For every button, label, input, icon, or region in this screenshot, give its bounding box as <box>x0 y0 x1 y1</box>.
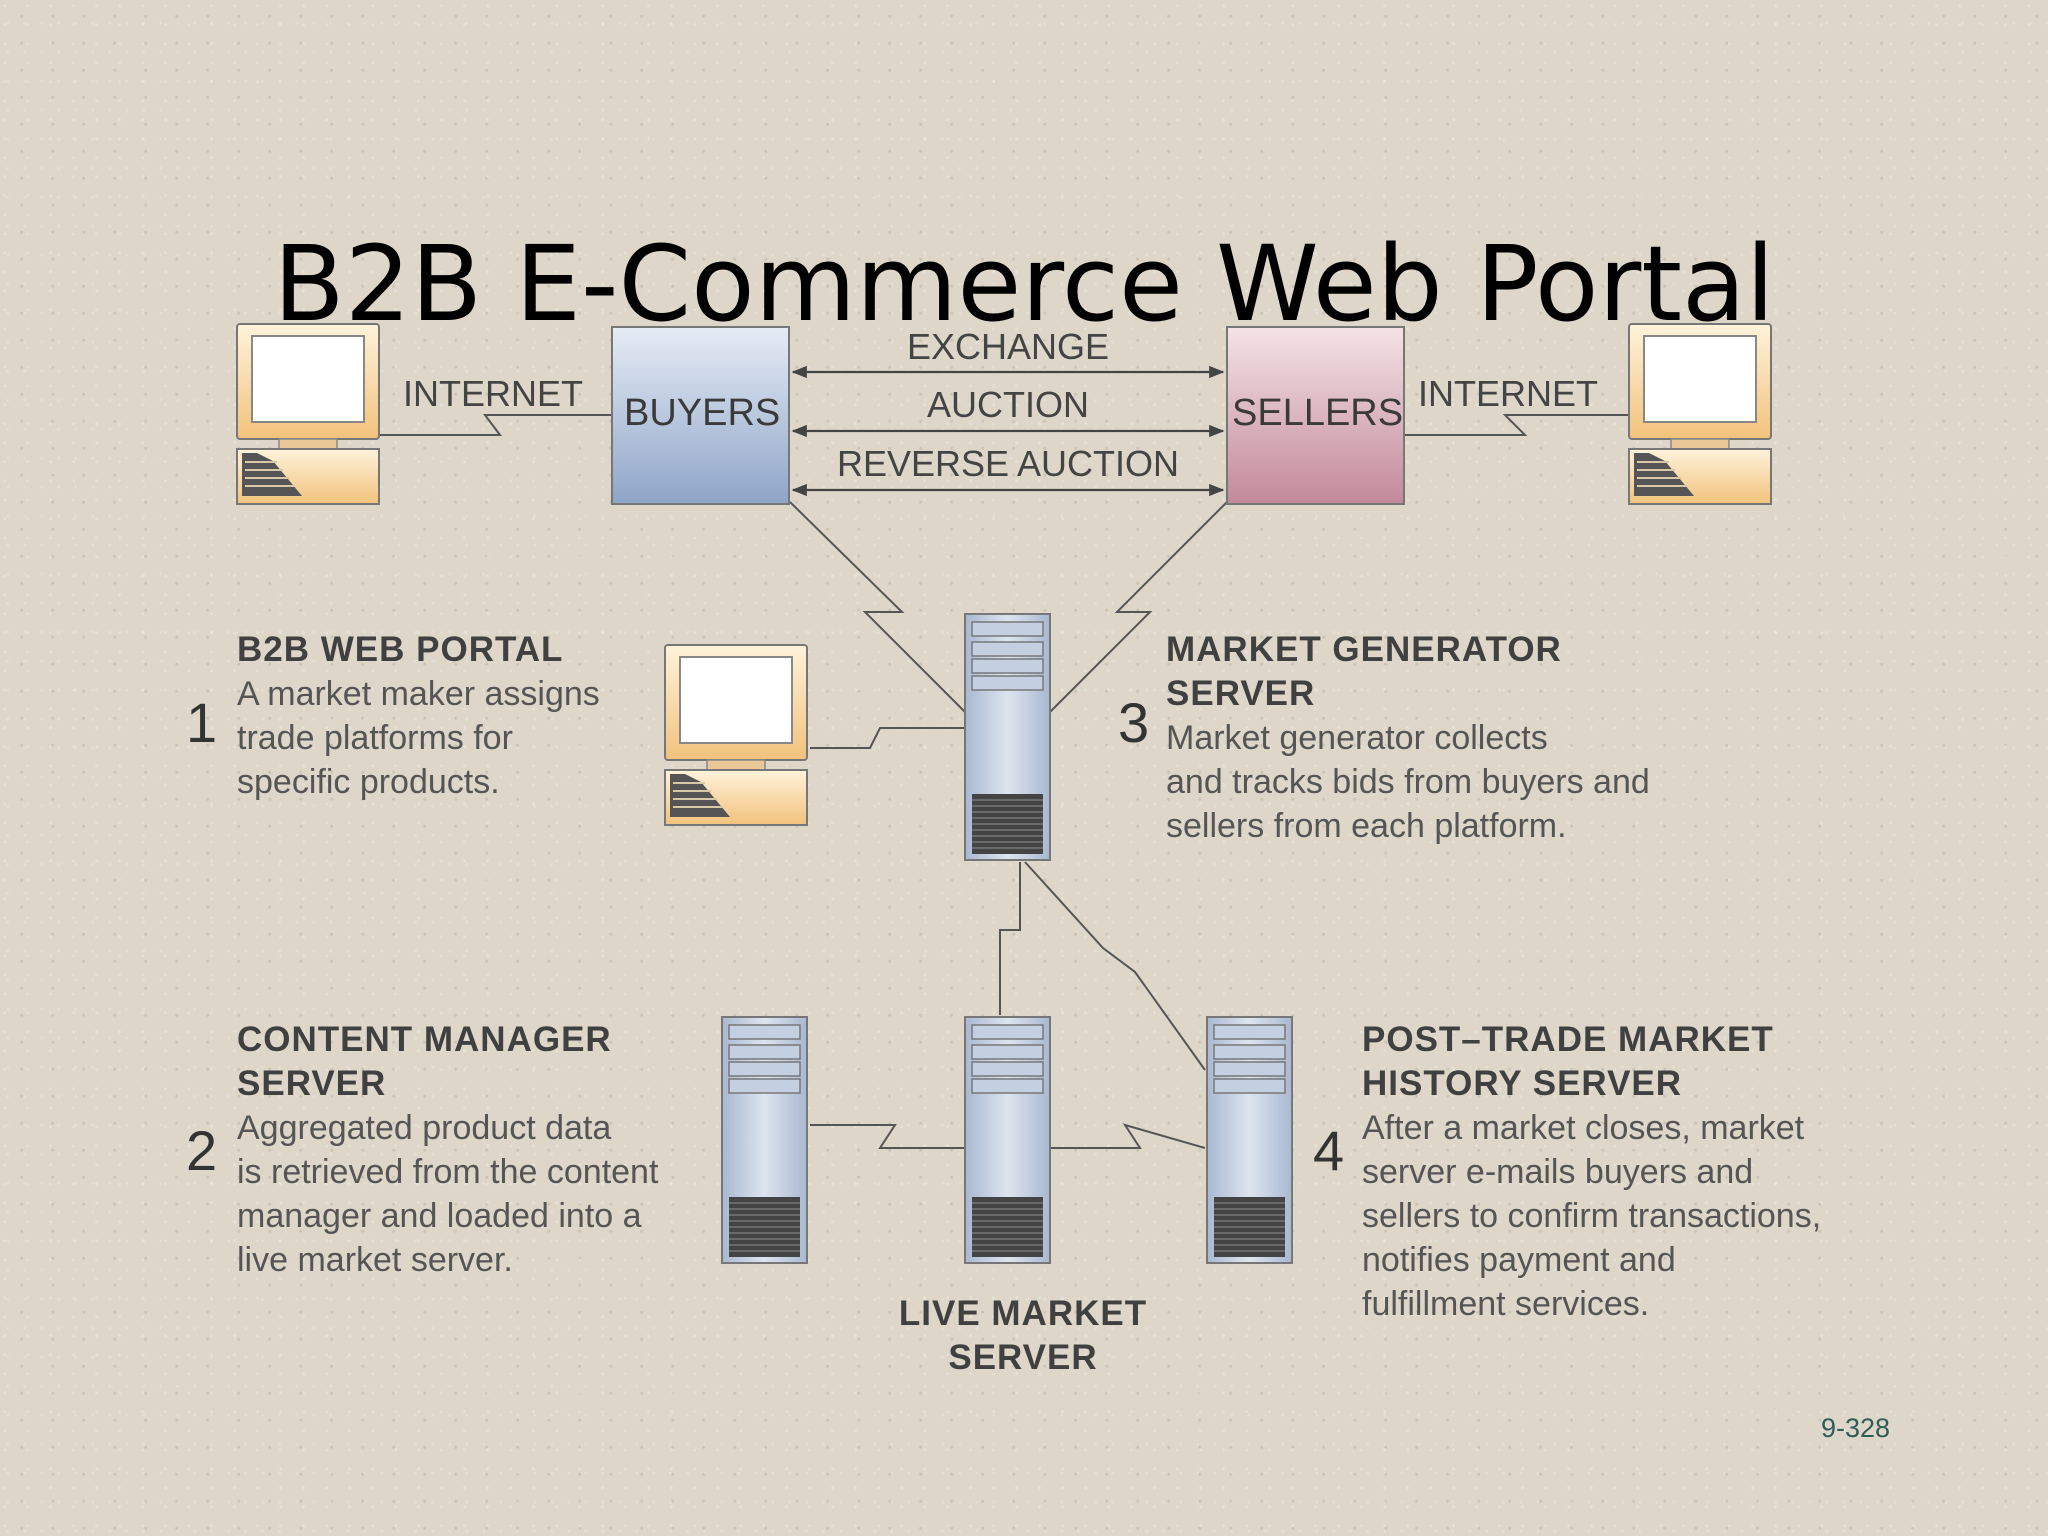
link-sellers-market-generator <box>1049 501 1228 713</box>
auction-label: AUCTION <box>927 384 1089 425</box>
page-number: 9-328 <box>1820 1413 1890 1443</box>
link-live-market-post-trade <box>1050 1123 1206 1149</box>
link-market-generator-live-market <box>999 862 1021 1015</box>
step-2-body-line: is retrieved from the content <box>237 1153 659 1191</box>
step-2-text: CONTENT MANAGER SERVER Aggregated produc… <box>237 1018 658 1282</box>
computer-icon-seller <box>1628 323 1772 505</box>
step-2-body-line: Aggregated product data <box>237 1109 612 1147</box>
step-1-body-line: specific products. <box>237 763 500 801</box>
link-left-pc-buyers <box>380 414 612 436</box>
link-content-manager-live-market <box>810 1124 965 1149</box>
step-4-text: POST–TRADE MARKET HISTORY SERVER After a… <box>1362 1018 1821 1326</box>
sellers-box <box>1226 326 1405 505</box>
step-number-2: 2 <box>186 1119 218 1182</box>
exchange-arrows <box>791 365 1225 497</box>
server-icon-live-market <box>964 1016 1051 1264</box>
step-4-body-line: After a market closes, market <box>1362 1109 1805 1147</box>
step-3-body-line: and tracks bids from buyers and <box>1166 763 1650 801</box>
internet-label-left: INTERNET <box>403 373 583 414</box>
step-number-4: 4 <box>1313 1119 1345 1182</box>
step-4-body-line: sellers to confirm transactions, <box>1362 1197 1822 1235</box>
step-4-heading: POST–TRADE MARKET <box>1362 1020 1774 1059</box>
computer-icon-portal <box>664 644 808 826</box>
link-buyers-market-generator <box>789 501 966 713</box>
step-4-body-line: fulfillment services. <box>1362 1285 1650 1323</box>
buyers-label: BUYERS <box>624 392 781 434</box>
exchange-label: EXCHANGE <box>906 326 1110 367</box>
link-portal-pc-market-generator <box>810 727 965 749</box>
connection-lines <box>380 414 1630 1149</box>
sellers-label: SELLERS <box>1232 392 1404 434</box>
step-3-text: MARKET GENERATOR SERVER Market generator… <box>1166 628 1650 848</box>
internet-label-right: INTERNET <box>1418 373 1598 414</box>
step-4-heading: HISTORY SERVER <box>1362 1064 1683 1103</box>
step-3-heading: SERVER <box>1166 674 1316 713</box>
step-4-body-line: server e-mails buyers and <box>1362 1153 1754 1191</box>
server-icon-content-manager <box>721 1016 808 1264</box>
reverse-auction-label: REVERSE AUCTION <box>836 443 1180 484</box>
link-sellers-right-pc <box>1402 414 1630 436</box>
step-1-heading: B2B WEB PORTAL <box>237 630 564 669</box>
step-number-3: 3 <box>1118 691 1150 754</box>
step-2-heading: SERVER <box>237 1064 387 1103</box>
step-4-body-line: notifies payment and <box>1362 1241 1676 1279</box>
step-number-1: 1 <box>186 691 218 754</box>
server-icon-market-generator <box>964 613 1051 861</box>
live-market-server-label: LIVE MARKET SERVER <box>858 1292 1188 1380</box>
step-2-body-line: manager and loaded into a <box>237 1197 642 1235</box>
page-title: B2B E-Commerce Web Portal <box>273 223 1775 345</box>
server-icon-post-trade <box>1206 1016 1293 1264</box>
computer-icon-buyer <box>236 323 380 505</box>
step-2-body-line: live market server. <box>237 1241 513 1279</box>
step-1-body-line: A market maker assigns <box>237 675 600 713</box>
step-2-heading: CONTENT MANAGER <box>237 1020 612 1059</box>
live-market-label-line: SERVER <box>948 1338 1098 1377</box>
step-3-body-line: Market generator collects <box>1166 719 1548 757</box>
step-1-body-line: trade platforms for <box>237 719 513 757</box>
buyers-box <box>611 326 790 505</box>
step-1-text: B2B WEB PORTAL A market maker assigns tr… <box>237 628 600 804</box>
step-3-heading: MARKET GENERATOR <box>1166 630 1562 669</box>
live-market-label-line: LIVE MARKET <box>898 1294 1148 1333</box>
step-3-body-line: sellers from each platform. <box>1166 807 1567 845</box>
link-market-generator-post-trade <box>1024 861 1206 1071</box>
